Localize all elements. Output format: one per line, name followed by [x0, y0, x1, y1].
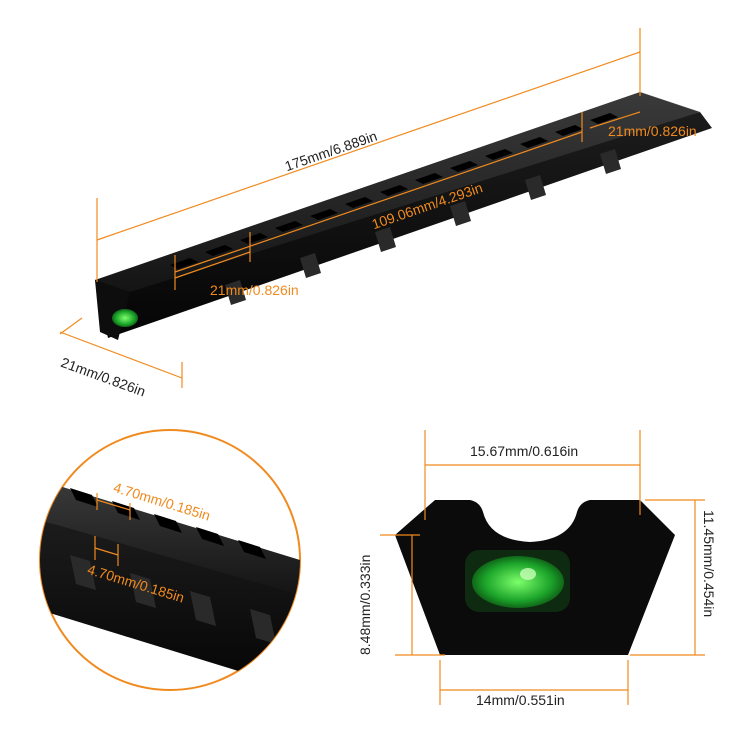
rail-main [95, 92, 712, 340]
end-dimension-lines [380, 430, 705, 705]
end-height-right-label: 11.45mm/0.454in [701, 510, 717, 618]
end-bottom-width-label: 14mm/0.551in [476, 692, 565, 708]
end-slot-right-label: 21mm/0.826in [608, 123, 697, 139]
connector [180, 330, 260, 430]
end-view [395, 500, 675, 655]
rail-side-cutouts [225, 149, 621, 305]
end-top-width-label: 15.67mm/0.616in [470, 443, 579, 459]
dimension-lines [59, 28, 641, 388]
end-bubble [472, 556, 564, 608]
end-slot-left-label: 21mm/0.826in [210, 282, 299, 298]
end-height-left-label: 8.48mm/0.333in [357, 554, 373, 655]
zoom-detail [39, 429, 301, 691]
bubble-level [112, 309, 138, 327]
rail-slots [170, 113, 618, 269]
